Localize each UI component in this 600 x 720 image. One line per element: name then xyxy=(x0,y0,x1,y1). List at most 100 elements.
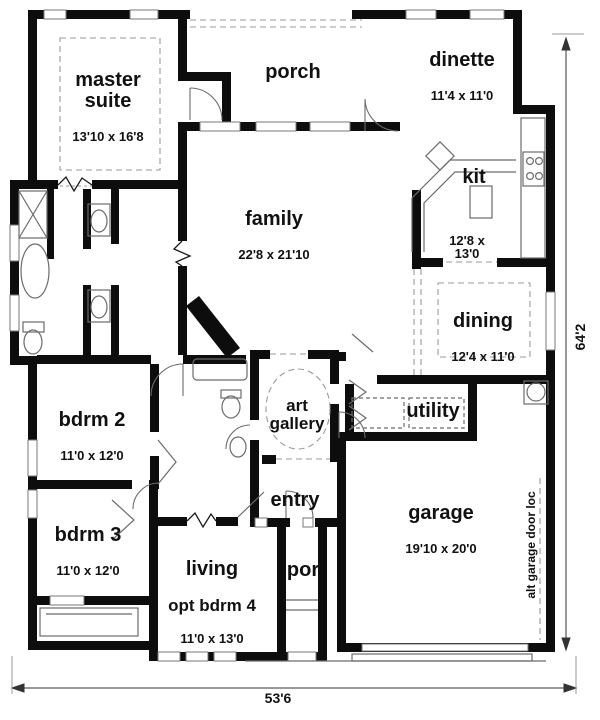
walls-shape xyxy=(28,596,149,605)
fixtures-shape xyxy=(469,185,493,219)
room-dims: 13'10 x 16'8 xyxy=(72,128,144,144)
dimension-lines-shape xyxy=(561,36,571,51)
room-option: opt bdrm 4 xyxy=(168,595,256,615)
walls-shape xyxy=(28,356,37,605)
fixtures xyxy=(18,117,549,662)
room-dims: 12'8 x 13'0 xyxy=(449,232,485,262)
room-name: bdrm 2 xyxy=(58,408,126,431)
walls-shape xyxy=(308,350,339,359)
windows-shape xyxy=(545,291,556,351)
walls-shape xyxy=(345,432,477,441)
door-arcs-shape xyxy=(150,363,184,397)
walls-shape xyxy=(10,180,19,365)
fixtures-shape xyxy=(522,151,545,187)
windows-shape xyxy=(254,517,268,528)
fixtures-shape xyxy=(351,333,374,353)
fixtures-shape xyxy=(157,439,177,485)
walls-shape xyxy=(250,440,259,518)
windows-shape xyxy=(469,9,505,20)
walls-shape xyxy=(412,190,421,269)
walls-shape xyxy=(250,350,259,420)
room-name: garage xyxy=(408,501,474,524)
opening-zigzags-shape xyxy=(186,511,217,529)
walls-shape xyxy=(315,518,346,527)
walls-shape xyxy=(83,285,91,356)
walls-shape xyxy=(149,517,187,526)
walls-shape xyxy=(28,641,158,650)
walls-shape xyxy=(277,518,286,661)
walls-shape xyxy=(149,480,158,489)
room-label-art-gallery: art gallery xyxy=(270,380,325,449)
dashed-lines-shape xyxy=(265,368,331,450)
walls-shape xyxy=(365,10,522,19)
room-label-utility: utility xyxy=(406,384,459,439)
alt-garage-door-note: alt garage door loc xyxy=(524,491,538,599)
windows-shape xyxy=(213,651,237,662)
windows-shape xyxy=(405,9,437,20)
fixtures-shape xyxy=(351,397,405,429)
walls-shape xyxy=(149,489,158,596)
walls-shape xyxy=(250,350,270,359)
fixtures-shape xyxy=(220,389,242,399)
room-dims: 22'8 x 21'10 xyxy=(238,246,310,262)
opening-zigzags-shape xyxy=(57,175,93,193)
walls-shape xyxy=(513,105,555,114)
windows-shape xyxy=(9,224,20,262)
windows-shape xyxy=(309,121,351,132)
walls-shape xyxy=(468,384,477,432)
walls-shape xyxy=(10,356,37,365)
fixtures-shape xyxy=(87,289,111,323)
door-arcs-shape xyxy=(132,482,160,510)
door-arcs-shape xyxy=(364,98,399,132)
room-name: entry xyxy=(270,488,320,511)
fixtures-shape xyxy=(18,190,48,239)
fixtures-shape xyxy=(348,405,368,431)
dashed-lines-shape xyxy=(59,37,161,171)
room-label-master-suite: master suite 13'10 x 16'8 xyxy=(72,53,143,160)
fixtures-shape xyxy=(90,209,108,233)
dimension-lines-shape xyxy=(10,683,25,693)
room-label-entry: entry xyxy=(271,473,320,528)
room-dims: 12'4 x 11'0 xyxy=(451,348,515,364)
walls-shape xyxy=(37,355,151,364)
walls-shape xyxy=(186,296,240,358)
dimension-lines xyxy=(10,33,584,694)
door-arcs xyxy=(132,87,399,519)
walls-shape xyxy=(216,517,238,526)
fixtures-shape xyxy=(20,243,50,299)
room-dims-kit: 12'8 x 13'0 xyxy=(449,216,485,278)
walls-shape xyxy=(47,189,54,259)
windows-shape xyxy=(255,121,297,132)
walls-shape xyxy=(250,518,290,527)
walls-shape xyxy=(178,266,187,355)
windows xyxy=(9,9,556,662)
walls-shape xyxy=(10,180,37,189)
walls-shape xyxy=(111,189,119,244)
fixtures-shape xyxy=(237,491,265,518)
windows-shape xyxy=(27,439,38,477)
fixtures-shape xyxy=(526,382,546,402)
walls-shape xyxy=(332,352,346,361)
walls-shape xyxy=(546,105,555,652)
room-label-bdrm3: bdrm 3 11'0 x 12'0 xyxy=(55,508,122,594)
fixtures-shape xyxy=(22,321,45,333)
walls-shape xyxy=(28,10,37,189)
door-arcs-shape xyxy=(338,411,366,439)
walls-shape xyxy=(497,258,547,267)
fixtures-shape xyxy=(411,159,516,252)
walls-shape xyxy=(513,10,522,114)
room-dims: 11'4 x 11'0 xyxy=(430,87,494,103)
walls-shape xyxy=(83,189,91,249)
depth-dimension-label: 64'2 xyxy=(572,323,588,351)
dashed-lines xyxy=(59,19,541,640)
opening-zigzags-shape xyxy=(172,240,192,267)
walls-shape xyxy=(330,404,339,462)
walls-shape xyxy=(377,375,547,384)
walls-shape xyxy=(412,258,443,267)
walls-shape xyxy=(318,518,327,661)
room-dims: 11'0 x 13'0 xyxy=(180,631,244,647)
room-label-dining: dining 12'4 x 11'0 xyxy=(451,294,514,380)
room-name: dinette xyxy=(429,48,495,71)
